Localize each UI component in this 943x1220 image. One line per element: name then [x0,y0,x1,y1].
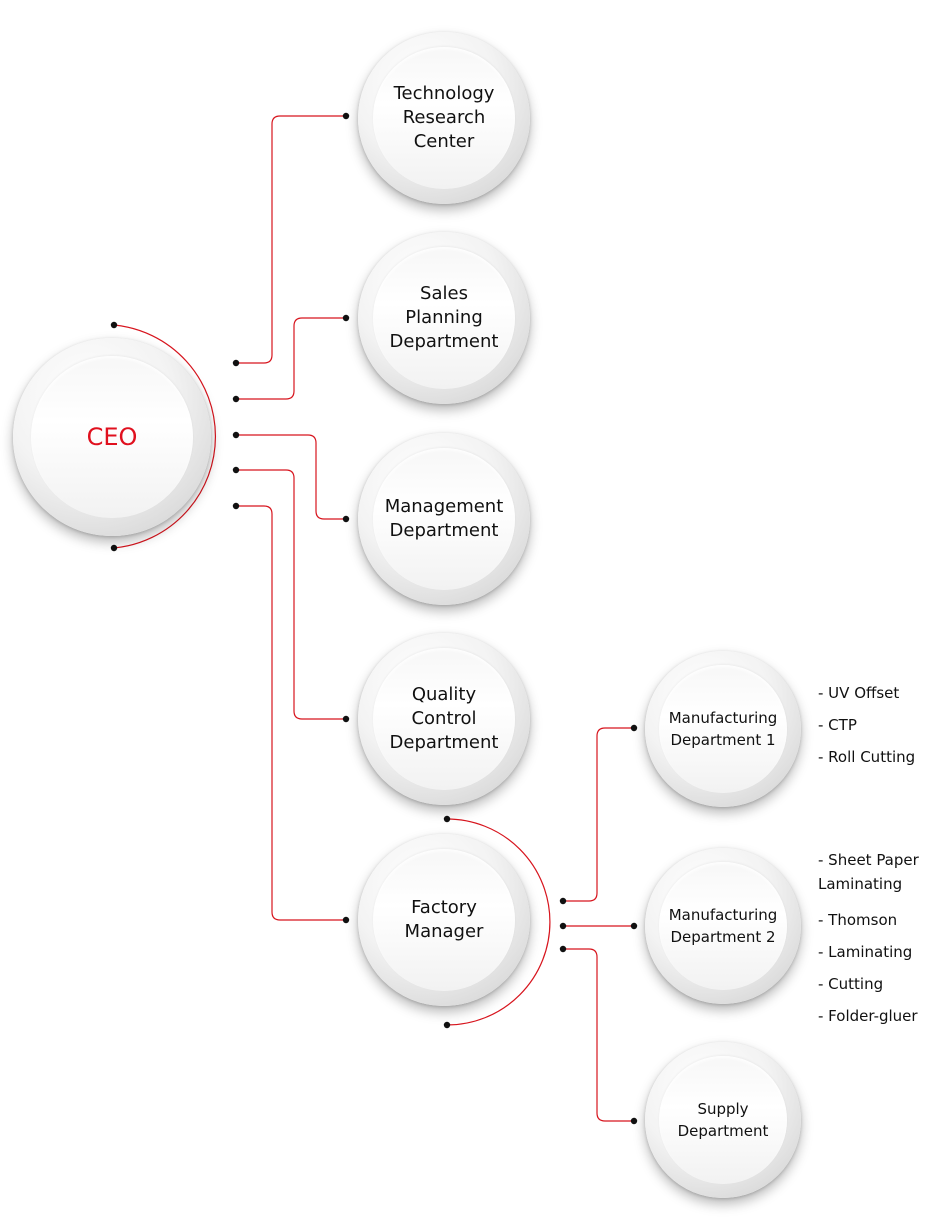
connector-dot [559,945,567,953]
connector-sales [236,317,346,400]
mfg2-process-item: - Thomson [818,911,898,929]
mfg1-process-list: - UV Offset - CTP - Roll Cutting [818,677,915,773]
ceo-label: CEO [86,423,138,451]
sales-planning-label: Sales Planning Department [389,283,499,352]
mfg1-process-item: - CTP [818,716,857,734]
connector-dot [630,1117,638,1125]
connector-dot [342,314,350,322]
management-label: Management Department [384,496,504,541]
connector-dot [232,359,240,367]
mfg2-process-list: - Sheet Paper Laminating - Thomson - Lam… [818,848,919,1032]
quality-control-node: Quality Control Department [358,633,530,805]
manufacturing-dept-2-label: Manufacturing Department 2 [668,906,778,946]
connector-tech [236,115,346,364]
connector-management [236,434,346,520]
connector-dot [630,724,638,732]
connector-quality [236,469,346,720]
manufacturing-dept-2-node: Manufacturing Department 2 [645,848,801,1004]
connector-dot [232,502,240,510]
manufacturing-dept-1-label: Manufacturing Department 1 [668,709,778,749]
sales-planning-node: Sales Planning Department [358,232,530,404]
tech-research-center-node: Technology Research Center [358,32,530,204]
connector-dot [559,897,567,905]
mfg2-process-item: - Sheet Paper Laminating [818,851,919,893]
quality-control-label: Quality Control Department [389,684,499,753]
connector-supply [563,948,634,1122]
connector-dot [443,1021,451,1029]
connector-dot [630,922,638,930]
connector-dot [342,916,350,924]
mfg2-process-item: - Laminating [818,943,913,961]
ceo-node: CEO [13,338,211,536]
connector-dot [342,515,350,523]
connector-dot [232,395,240,403]
supply-department-node: Supply Department [645,1042,801,1198]
factory-manager-label: Factory Manager [404,897,484,942]
supply-department-label: Supply Department [677,1100,769,1140]
mfg1-process-item: - Roll Cutting [818,748,916,766]
factory-manager-node: Factory Manager [358,834,530,1006]
connector-dot [110,544,118,552]
manufacturing-dept-1-node: Manufacturing Department 1 [645,651,801,807]
connector-dot [342,715,350,723]
factory-arc [446,818,551,1026]
connector-dot [559,922,567,930]
connector-factory [236,505,346,921]
management-node: Management Department [358,433,530,605]
connector-dot [232,466,240,474]
connector-mfg1 [563,727,634,902]
connector-dot [342,112,350,120]
tech-research-center-label: Technology Research Center [393,83,495,152]
connector-dot [232,431,240,439]
mfg2-process-item: - Folder-gluer [818,1007,918,1025]
mfg2-process-item: - Cutting [818,975,884,993]
ceo-arc [113,324,217,549]
connector-dot [443,815,451,823]
connector-dot [110,321,118,329]
mfg1-process-item: - UV Offset [818,684,900,702]
